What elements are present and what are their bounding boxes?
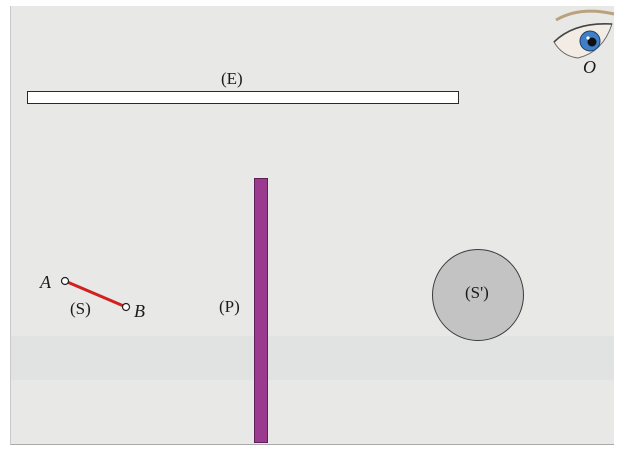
diagram-frame: [10, 6, 614, 445]
background-band: [11, 336, 614, 380]
point-b-label: B: [134, 301, 145, 321]
point-a-marker: [60, 276, 70, 286]
point-a-label: A: [40, 272, 51, 292]
screen-disc: [432, 249, 524, 341]
point-b-marker: [121, 302, 131, 312]
plate-label: (P): [219, 297, 240, 316]
source-label: (S): [70, 299, 91, 318]
plate-p: [254, 178, 268, 443]
screen-label: (S'): [465, 283, 489, 302]
observer-label: O: [583, 57, 596, 77]
source-segment-line: [64, 279, 127, 309]
mirror-label: (E): [221, 69, 243, 88]
mirror-e: [27, 91, 459, 104]
